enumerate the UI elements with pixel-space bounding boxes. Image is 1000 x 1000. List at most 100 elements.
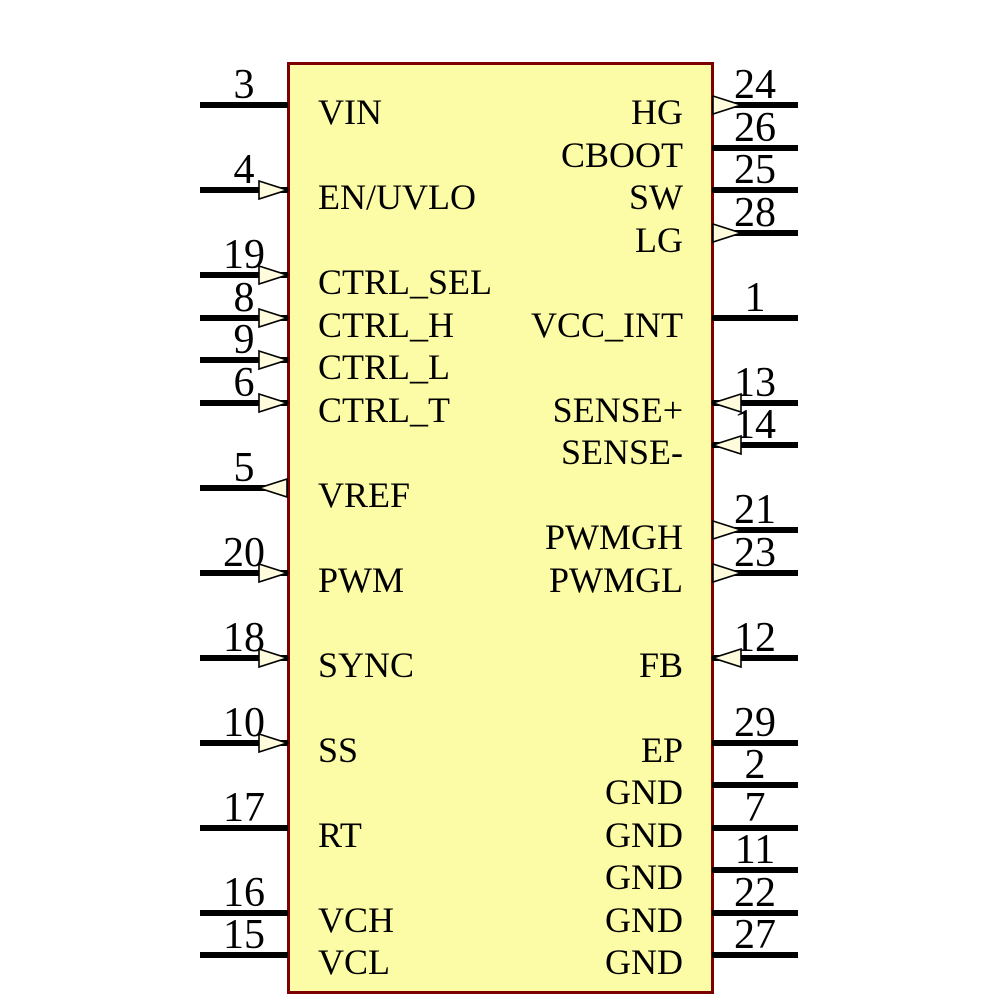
pin-number: 4 bbox=[233, 147, 255, 193]
pin-line bbox=[200, 399, 288, 406]
pin-number: 7 bbox=[744, 784, 766, 831]
pin-line bbox=[712, 569, 798, 576]
pin-label: CTRL_H bbox=[318, 304, 455, 345]
pin-line bbox=[200, 357, 288, 363]
pin-line bbox=[712, 527, 798, 533]
pin-input-arrow-icon bbox=[258, 264, 289, 286]
pin-label: SS bbox=[318, 729, 359, 770]
pin-label: CTRL_SEL bbox=[318, 262, 493, 302]
pin-line bbox=[200, 484, 288, 491]
pin-input-arrow-icon bbox=[711, 392, 742, 413]
pin-line bbox=[712, 824, 798, 831]
pin-line bbox=[712, 399, 798, 406]
pin-label: GND bbox=[605, 814, 683, 855]
pin-input-arrow-icon bbox=[258, 392, 289, 413]
pin-label: EN/UVLO bbox=[318, 177, 476, 217]
pin-number: 2 bbox=[744, 742, 766, 788]
pin-line bbox=[200, 314, 288, 321]
pin-number: 9 bbox=[233, 317, 255, 363]
pin-number: 27 bbox=[734, 912, 776, 958]
pin-label: SW bbox=[629, 177, 683, 217]
pin-output-arrow-icon bbox=[257, 477, 288, 498]
pin-input-arrow-icon bbox=[258, 179, 289, 201]
pin-line bbox=[200, 909, 288, 916]
pin-line bbox=[200, 654, 288, 661]
pin-label: GND bbox=[605, 942, 683, 982]
pin-line bbox=[712, 654, 798, 661]
pin-line bbox=[200, 102, 288, 108]
pin-line bbox=[200, 824, 288, 831]
pin-line bbox=[712, 782, 798, 788]
pin-number: 8 bbox=[233, 274, 255, 321]
pin-label: HG bbox=[631, 92, 683, 132]
pin-label: VCC_INT bbox=[531, 304, 683, 345]
pin-line bbox=[712, 952, 798, 958]
pin-input-arrow-icon bbox=[258, 307, 289, 328]
pin-label: GND bbox=[605, 772, 683, 812]
pin-label: SENSE- bbox=[560, 432, 683, 472]
pin-number: 17 bbox=[223, 784, 265, 831]
pin-label: GND bbox=[605, 857, 683, 897]
pin-input-arrow-icon bbox=[711, 647, 742, 668]
pin-number: 5 bbox=[233, 444, 255, 491]
pin-number: 6 bbox=[233, 359, 255, 406]
pin-label: PWMGL bbox=[549, 559, 683, 600]
pin-line bbox=[712, 909, 798, 916]
pin-label: SYNC bbox=[318, 644, 415, 685]
pin-line bbox=[200, 272, 288, 278]
pin-line bbox=[712, 102, 798, 108]
pin-label: VIN bbox=[318, 92, 382, 132]
pin-number: 24 bbox=[734, 62, 776, 108]
pin-number: 20 bbox=[223, 529, 265, 576]
pin-number: 21 bbox=[734, 487, 776, 533]
pin-label: FB bbox=[638, 644, 683, 685]
pin-output-arrow-icon bbox=[712, 519, 743, 541]
pin-input-arrow-icon bbox=[258, 562, 289, 583]
pin-number: 11 bbox=[734, 827, 776, 873]
pin-label: CTRL_L bbox=[318, 347, 450, 387]
pin-line bbox=[200, 952, 288, 958]
pin-label: RT bbox=[318, 814, 362, 855]
pin-label: GND bbox=[605, 899, 683, 940]
pin-label: CBOOT bbox=[560, 134, 683, 175]
pin-output-arrow-icon bbox=[712, 94, 743, 116]
pin-number: 19 bbox=[223, 232, 265, 278]
pin-line bbox=[712, 739, 798, 746]
pin-line bbox=[200, 569, 288, 576]
pin-number: 26 bbox=[734, 104, 776, 151]
pin-label: SENSE+ bbox=[552, 389, 683, 430]
pin-line bbox=[712, 144, 798, 151]
pin-label: PWMGH bbox=[544, 517, 683, 557]
pin-number: 25 bbox=[734, 147, 776, 193]
pin-input-arrow-icon bbox=[258, 732, 289, 753]
pin-number: 18 bbox=[223, 614, 265, 661]
pin-line bbox=[712, 187, 798, 193]
pin-number: 10 bbox=[223, 699, 265, 746]
pin-label: CTRL_T bbox=[318, 389, 450, 430]
pin-line bbox=[712, 867, 798, 873]
pin-line bbox=[200, 187, 288, 193]
pin-label: VREF bbox=[318, 474, 411, 515]
pin-number: 29 bbox=[734, 699, 776, 746]
pin-number: 3 bbox=[233, 62, 255, 108]
pin-input-arrow-icon bbox=[711, 434, 742, 456]
pin-line bbox=[712, 314, 798, 321]
pin-label: LG bbox=[635, 219, 683, 260]
pin-label: EP bbox=[640, 729, 683, 770]
pin-number: 23 bbox=[734, 529, 776, 576]
pin-output-arrow-icon bbox=[712, 222, 743, 243]
pin-label: PWM bbox=[318, 559, 405, 600]
pin-number: 1 bbox=[744, 274, 766, 321]
pin-number: 22 bbox=[734, 869, 776, 916]
pin-input-arrow-icon bbox=[258, 349, 289, 371]
pin-line bbox=[712, 442, 798, 448]
pin-label: VCH bbox=[318, 899, 395, 940]
pin-label: VCL bbox=[318, 942, 390, 982]
pin-line bbox=[200, 739, 288, 746]
pin-output-arrow-icon bbox=[712, 562, 743, 583]
pin-number: 28 bbox=[734, 189, 776, 236]
pin-number: 15 bbox=[223, 912, 265, 958]
ic-body bbox=[287, 62, 714, 994]
pin-number: 16 bbox=[223, 869, 265, 916]
